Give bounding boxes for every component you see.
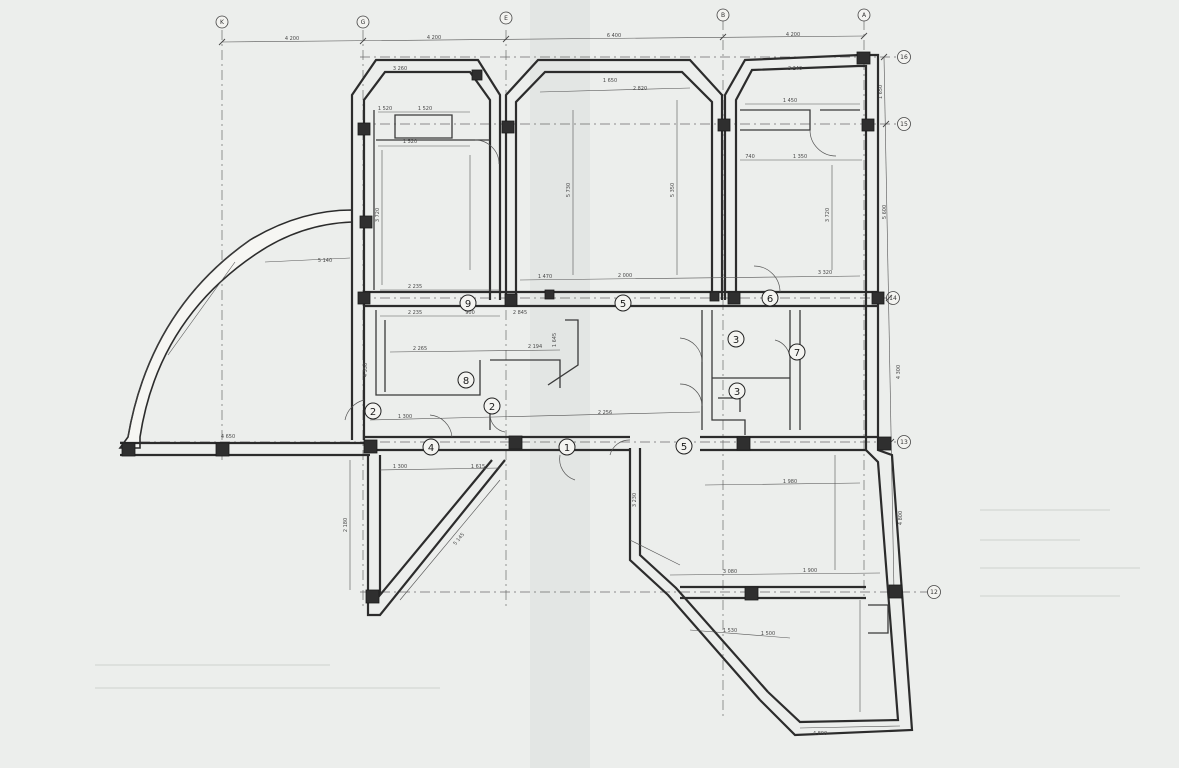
room-number-1: 1 bbox=[564, 443, 570, 454]
dim-text-33: 3 080 bbox=[723, 569, 737, 575]
south-east-slope-wall bbox=[628, 448, 761, 701]
axis-letter-g: G bbox=[361, 19, 366, 26]
north-bay-left-wall bbox=[350, 58, 502, 440]
room-number-3a: 3 bbox=[733, 335, 739, 346]
dim-text-30: 1 300 bbox=[393, 464, 407, 470]
dim-text-14: 3 720 bbox=[375, 208, 381, 222]
room-number-6: 6 bbox=[767, 294, 773, 305]
dim-text-1: 3 260 bbox=[393, 66, 407, 72]
right-dim-1: 1 650 bbox=[878, 85, 884, 99]
room-number-2a: 2 bbox=[370, 407, 376, 418]
dim-text-17: 3 320 bbox=[818, 270, 832, 276]
dim-text-36: 1 530 bbox=[723, 628, 737, 634]
dim-text-40: 4 800 bbox=[813, 731, 827, 737]
room-number-3b: 3 bbox=[734, 387, 740, 398]
axis-number-14: 14 bbox=[889, 295, 897, 302]
top-dim-1: 4 200 bbox=[285, 36, 299, 42]
dim-text-16: 2 000 bbox=[618, 273, 632, 279]
top-dim-4: 4 200 bbox=[786, 32, 800, 38]
dim-text-8: 2 820 bbox=[633, 86, 647, 92]
dim-text-13: 3 720 bbox=[825, 208, 831, 222]
top-dim-3: 6 400 bbox=[607, 33, 621, 39]
south-triangle-wall bbox=[366, 455, 506, 617]
dim-text-32: 1 980 bbox=[783, 479, 797, 485]
dim-text-29: 1 615 bbox=[471, 464, 485, 470]
dim-text-18: 2 235 bbox=[408, 284, 422, 290]
dim-text-3: 1 520 bbox=[418, 106, 432, 112]
dim-text-34: 1 900 bbox=[803, 568, 817, 574]
right-dim-2: 5 600 bbox=[882, 205, 888, 219]
top-dim-2: 4 200 bbox=[427, 35, 441, 41]
axis-number-16: 16 bbox=[900, 54, 908, 61]
dim-text-5: 1 650 bbox=[603, 78, 617, 84]
right-dim-4: 4 800 bbox=[898, 511, 904, 525]
axis-letter-b: B bbox=[721, 12, 725, 19]
interior-partitions bbox=[373, 109, 889, 634]
room-number-5: 5 bbox=[620, 299, 626, 310]
dim-text-31: 2 180 bbox=[343, 518, 349, 532]
dim-text-15: 1 470 bbox=[538, 274, 552, 280]
axis-letter-e: E bbox=[504, 15, 508, 22]
room-number-2b: 2 bbox=[489, 402, 495, 413]
door-swings bbox=[344, 129, 837, 481]
room-number-4: 4 bbox=[428, 443, 434, 454]
faint-paper-notes bbox=[95, 509, 1140, 689]
dim-text-26: 2 256 bbox=[598, 410, 612, 416]
dim-text-23: 4 350 bbox=[363, 363, 369, 377]
internal-dimension-lines bbox=[167, 87, 901, 729]
right-dim-3: 4 300 bbox=[896, 365, 902, 379]
dim-text-20: 900 bbox=[465, 310, 475, 316]
room-number-5b: 5 bbox=[681, 442, 687, 453]
dim-text-11: 5 730 bbox=[566, 183, 572, 197]
dim-text-12: 5 350 bbox=[670, 183, 676, 197]
axis-letter-a: A bbox=[862, 12, 867, 19]
top-dimension-chain: 4 200 4 200 6 400 4 200 bbox=[218, 32, 868, 46]
dim-text-10: 1 350 bbox=[793, 154, 807, 160]
axis-letter-markers: K G E B A bbox=[215, 8, 871, 29]
dim-text-22: 2 265 bbox=[413, 346, 427, 352]
dim-text-25: 1 645 bbox=[552, 333, 558, 347]
axis-number-markers: 16 15 14 13 12 bbox=[886, 50, 941, 599]
dim-text-19: 2 235 bbox=[408, 310, 422, 316]
room-number-9: 9 bbox=[465, 299, 471, 310]
axis-number-13: 13 bbox=[900, 439, 908, 446]
dim-text-27: 4 650 bbox=[221, 434, 235, 440]
dim-text-9: 740 bbox=[745, 154, 755, 160]
dim-text-38: 5 140 bbox=[318, 258, 332, 264]
dim-text-28: 1 300 bbox=[398, 414, 412, 420]
dim-text-6: 3 240 bbox=[788, 66, 802, 72]
room-number-8: 8 bbox=[463, 376, 469, 387]
room-number-7: 7 bbox=[794, 348, 800, 359]
dim-text-21: 2 845 bbox=[513, 310, 527, 316]
dim-text-39: 3 230 bbox=[632, 493, 638, 507]
axis-number-15: 15 bbox=[900, 121, 908, 128]
axis-number-12: 12 bbox=[930, 589, 938, 596]
dim-text-7: 1 450 bbox=[783, 98, 797, 104]
room-markers: 9 5 6 3 7 3 8 2 2 4 1 5 bbox=[364, 289, 806, 456]
dim-text-37: 1 500 bbox=[761, 631, 775, 637]
dim-text-24: 2 194 bbox=[528, 344, 542, 350]
dim-text-4: 1 520 bbox=[403, 139, 417, 145]
dim-text-2: 1 520 bbox=[378, 106, 392, 112]
structural-columns bbox=[121, 51, 903, 604]
axis-letter-k: K bbox=[220, 19, 225, 26]
